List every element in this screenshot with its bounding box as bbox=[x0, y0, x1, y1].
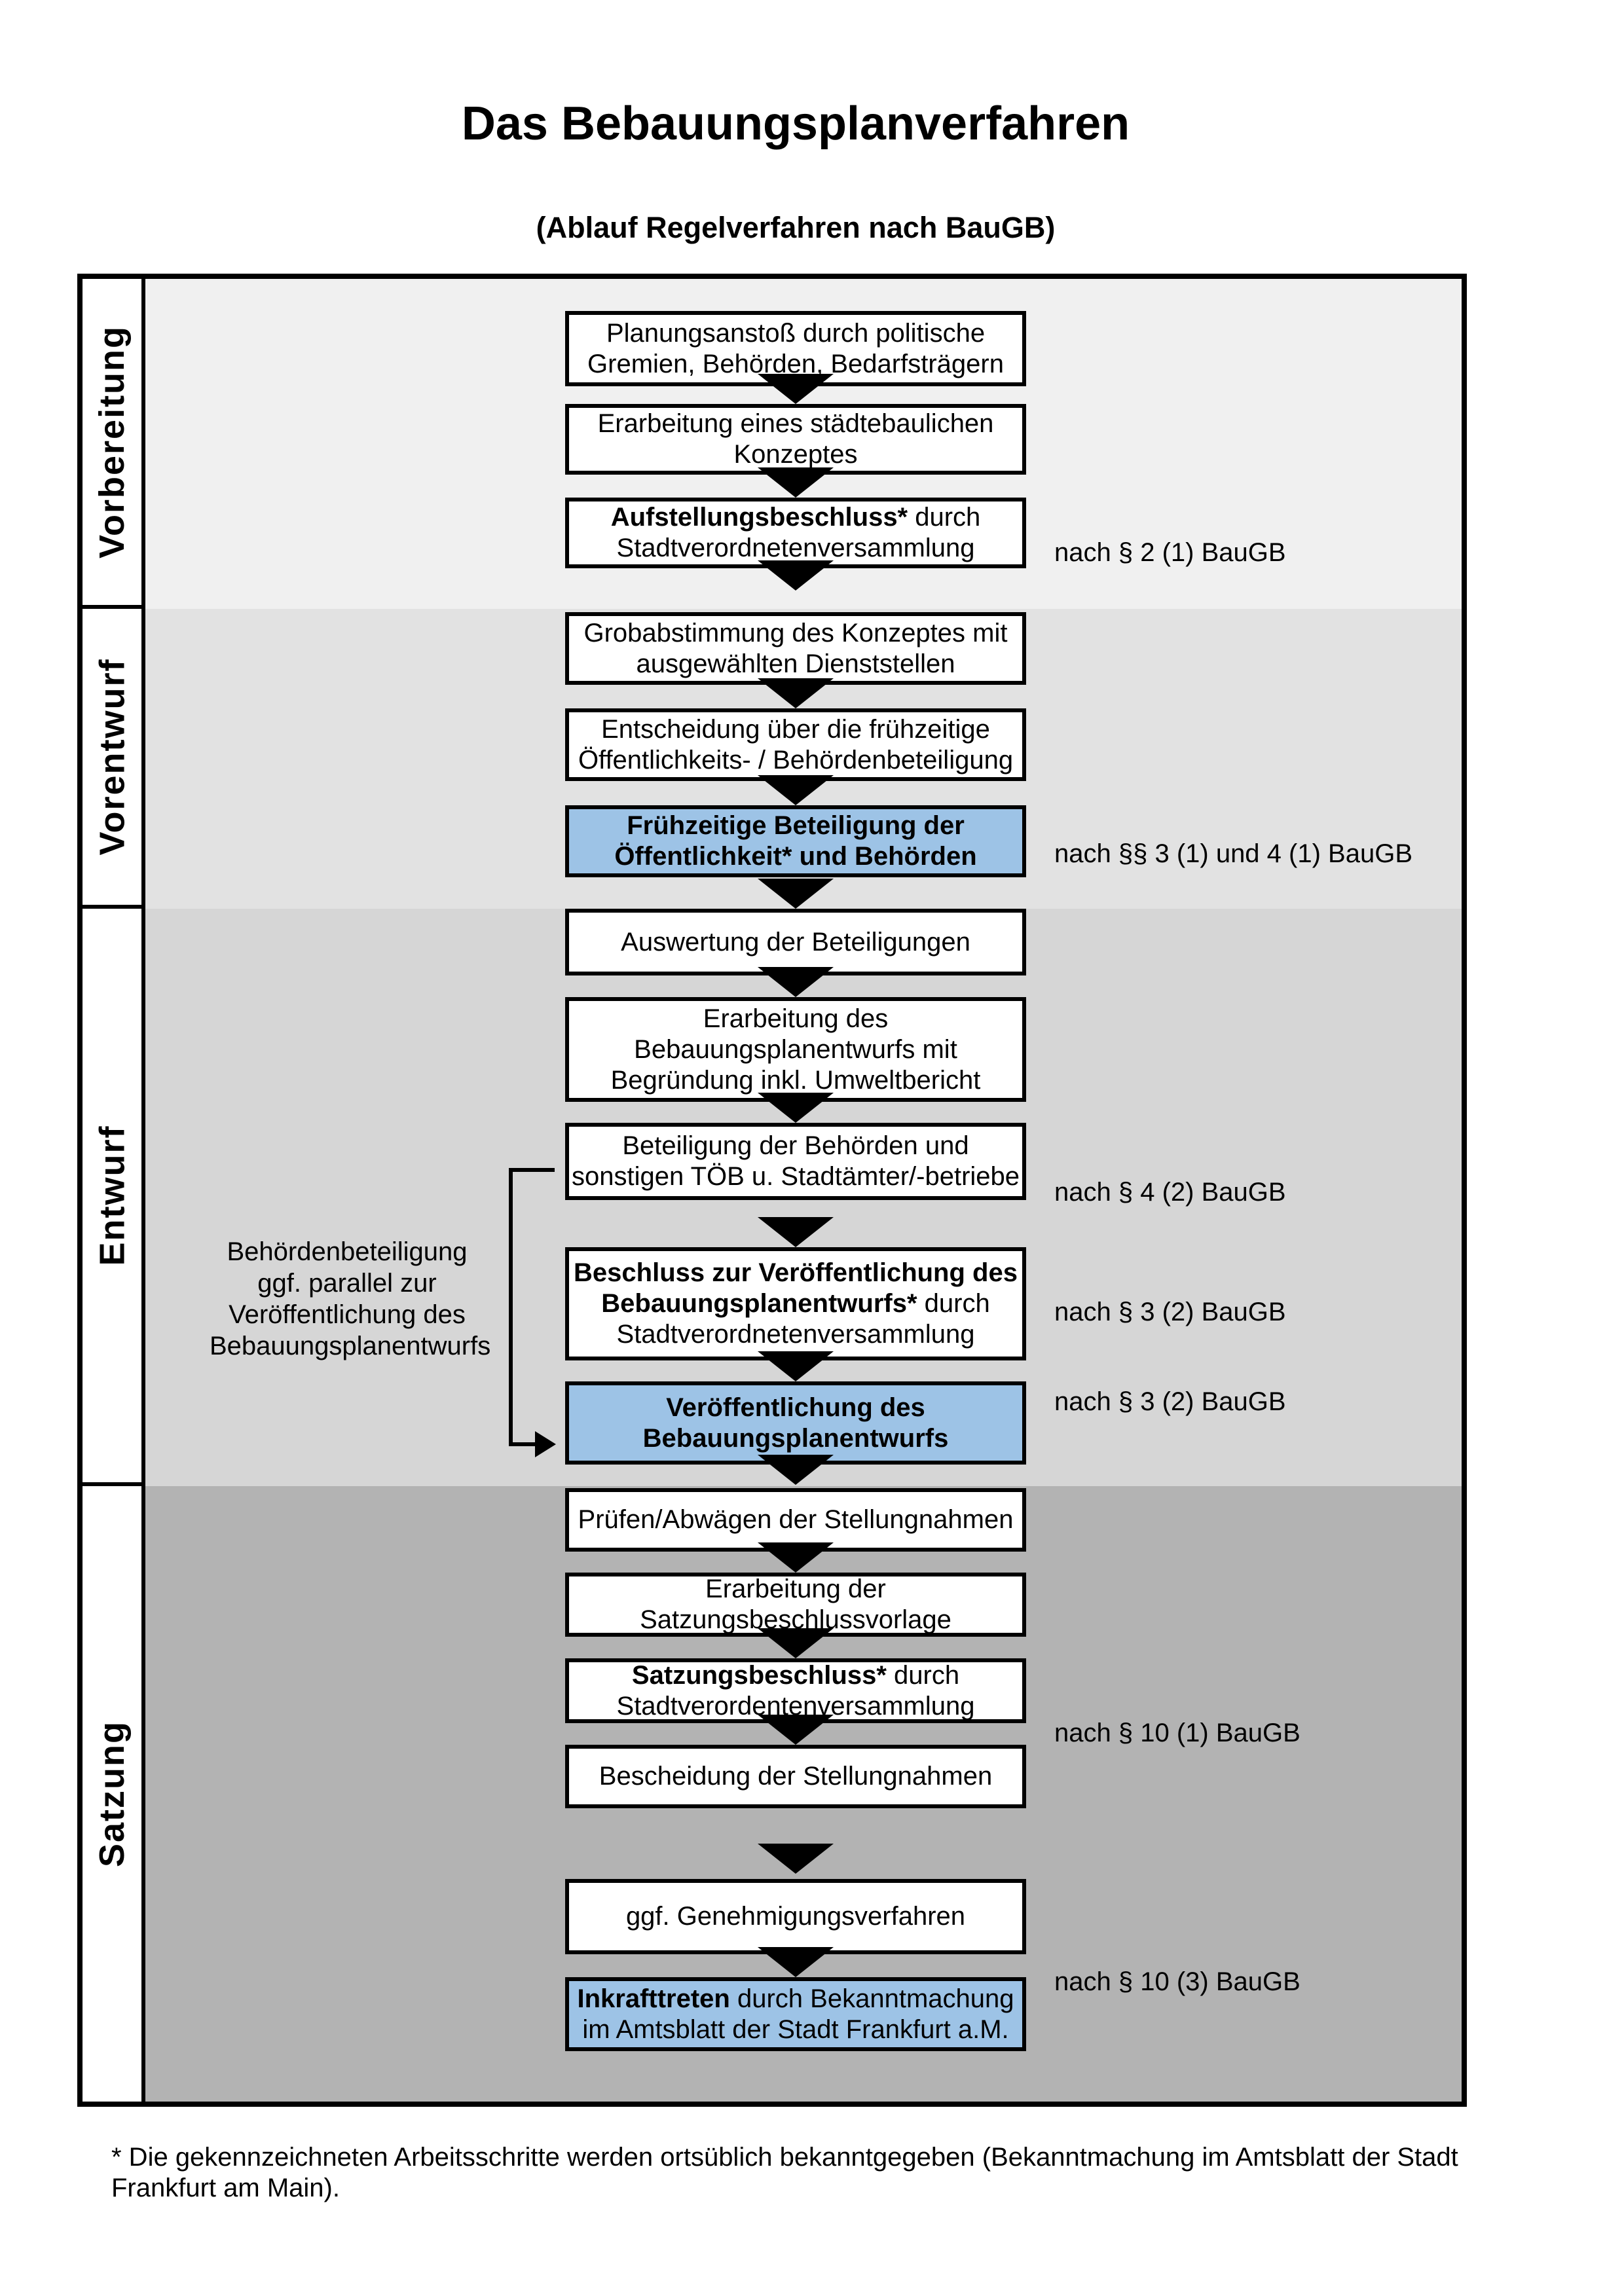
footnote: * Die gekennzeichneten Arbeitsschritte w… bbox=[111, 2143, 1458, 2202]
flow-arrow-down-icon bbox=[758, 1093, 834, 1123]
flow-arrow-down-icon bbox=[758, 1947, 834, 1977]
process-box-satzungsvorlage: Erarbeitung der Satzungsbeschlussvorlage bbox=[565, 1573, 1026, 1637]
process-box-aufstellungsbeschluss: Aufstellungsbeschluss* durch Stadtverord… bbox=[565, 498, 1026, 568]
page-title: Das Bebauungsplanverfahren bbox=[461, 98, 1130, 150]
legal-reference: nach § 4 (2) BauGB bbox=[1054, 1178, 1286, 1207]
flow-arrow-down-icon bbox=[758, 467, 834, 498]
process-box-satzungsbeschluss: Satzungsbeschluss* durch Stadtverordente… bbox=[565, 1658, 1026, 1723]
parallel-procedure-note: Behördenbeteiligung ggf. parallel zur Ve… bbox=[210, 1237, 491, 1360]
flow-arrow-down-icon bbox=[758, 560, 834, 591]
parallel-connector-arrow-icon bbox=[535, 1431, 556, 1457]
parallel-connector-line bbox=[509, 1168, 555, 1172]
phase-row-satzung: Satzung bbox=[83, 1486, 145, 2102]
parallel-connector-line bbox=[509, 1442, 535, 1446]
phase-row-vorentwurf: Vorentwurf bbox=[83, 609, 145, 909]
process-box-entscheidung-beteiligung: Entscheidung über die frühzeitige Öffent… bbox=[565, 708, 1026, 781]
process-box-planungsanstoss: Planungsanstoß durch politische Gremien,… bbox=[565, 311, 1026, 386]
flow-arrow-down-icon bbox=[758, 1217, 834, 1247]
flow-arrow-down-icon bbox=[758, 1351, 834, 1381]
legal-reference: nach § 10 (1) BauGB bbox=[1054, 1719, 1301, 1747]
flow-arrow-down-icon bbox=[758, 967, 834, 997]
legal-reference: nach § 3 (2) BauGB bbox=[1054, 1387, 1286, 1416]
process-box-genehmigungsverfahren: ggf. Genehmigungsverfahren bbox=[565, 1879, 1026, 1954]
flow-arrow-down-icon bbox=[758, 1715, 834, 1745]
flow-arrow-down-icon bbox=[758, 374, 834, 404]
legal-reference: nach § 3 (2) BauGB bbox=[1054, 1298, 1286, 1326]
parallel-connector-line bbox=[509, 1168, 513, 1446]
flow-arrow-down-icon bbox=[758, 775, 834, 805]
legal-reference: nach § 2 (1) BauGB bbox=[1054, 538, 1286, 567]
process-box-grobabstimmung: Grobabstimmung des Konzeptes mit ausgewä… bbox=[565, 612, 1026, 685]
flow-arrow-down-icon bbox=[758, 879, 834, 909]
legal-reference: nach §§ 3 (1) und 4 (1) BauGB bbox=[1054, 839, 1412, 868]
process-box-bescheidung: Bescheidung der Stellungnahmen bbox=[565, 1745, 1026, 1808]
legal-reference: nach § 10 (3) BauGB bbox=[1054, 1967, 1301, 1996]
flow-arrow-down-icon bbox=[758, 1542, 834, 1573]
flow-arrow-down-icon bbox=[758, 1628, 834, 1658]
flow-frame bbox=[77, 274, 1467, 2107]
process-box-behoerden-beteiligung: Beteiligung der Behörden und sonstigen T… bbox=[565, 1123, 1026, 1200]
phase-row-entwurf: Entwurf bbox=[83, 909, 145, 1486]
flow-arrow-down-icon bbox=[758, 678, 834, 708]
process-box-veroeffentlichungsbeschluss: Beschluss zur Veröffentlichung des Bebau… bbox=[565, 1247, 1026, 1360]
page-subtitle: (Ablauf Regelverfahren nach BauGB) bbox=[536, 211, 1056, 244]
process-box-veroeffentlichung: Veröffentlichung des Bebauungsplanentwur… bbox=[565, 1381, 1026, 1465]
process-box-inkrafttreten: Inkrafttreten durch Bekanntmachung im Am… bbox=[565, 1977, 1026, 2051]
flow-arrow-down-icon bbox=[758, 1455, 834, 1485]
process-box-pruefen-abwaegen: Prüfen/Abwägen der Stellungnahmen bbox=[565, 1488, 1026, 1552]
process-box-entwurf-erarbeitung: Erarbeitung des Bebauungsplanentwurfs mi… bbox=[565, 997, 1026, 1102]
process-box-konzept-erarbeitung: Erarbeitung eines städtebaulichen Konzep… bbox=[565, 404, 1026, 475]
process-box-auswertung: Auswertung der Beteiligungen bbox=[565, 909, 1026, 975]
phase-row-vorbereitung: Vorbereitung bbox=[83, 279, 145, 609]
process-box-fruehzeitige-beteiligung: Frühzeitige Beteiligung der Öffentlichke… bbox=[565, 805, 1026, 877]
flow-arrow-down-icon bbox=[758, 1844, 834, 1874]
